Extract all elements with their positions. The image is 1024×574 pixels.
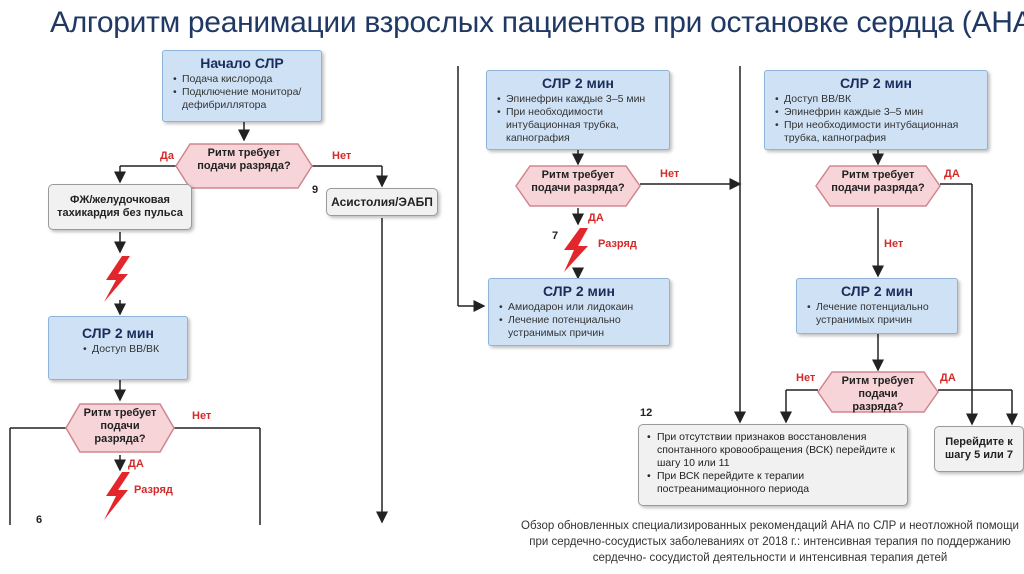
decision-2-text: Ритм требует подачи разряда?: [83, 407, 157, 445]
shock-icon: [564, 228, 588, 272]
no-label: Нет: [796, 372, 816, 384]
step-6-number: 6: [36, 514, 43, 526]
decision-4-text: Ритм требует подачи разряда?: [831, 169, 925, 194]
decision-diamond-4: [815, 165, 941, 207]
source-note: Обзор обновленных специализированных рек…: [521, 520, 1019, 564]
decision-3-text: Ритм требует подачи разряда?: [531, 169, 625, 194]
cpr-left-box: СЛР 2 мин Доступ ВВ/ВК: [48, 316, 188, 380]
yes-label: ДА: [588, 212, 604, 224]
decision-1-text: Ритм требует подачи разряда?: [197, 147, 291, 172]
yes-label: ДА: [944, 168, 960, 180]
no-label: Нет: [660, 168, 680, 180]
yes-label: ДА: [940, 372, 956, 384]
decision-diamond-5: [817, 371, 939, 413]
decision-diamond-3: [515, 165, 641, 207]
step-12-number: 12: [640, 407, 653, 419]
page-title: Алгоритм реанимации взрослых пациентов п…: [50, 6, 1024, 39]
cpr-right-top-box: СЛР 2 мин Доступ ВВ/ВК Эпинефрин каждые …: [764, 70, 988, 150]
goto-step-box: Перейдите к шагу 5 или 7: [934, 426, 1024, 472]
yes-label: Да: [160, 150, 174, 162]
step-12-box: При отсутствии признаков восстановления …: [638, 424, 908, 506]
decision-diamond-2: [65, 403, 175, 453]
yes-label: ДА: [128, 458, 144, 470]
cpr-mid-top-box: СЛР 2 мин Эпинефрин каждые 3–5 мин При н…: [486, 70, 670, 150]
vf-box: ФЖ/желудочковая тахикардия без пульса: [48, 184, 192, 230]
shock-icon: [104, 256, 130, 302]
shock-label: Разряд: [134, 484, 173, 496]
no-label: Нет: [884, 238, 904, 250]
shock-icon: [104, 472, 130, 520]
decision-5-text: Ритм требует подачи разряда?: [841, 375, 915, 413]
start-box: Начало СЛР Подача кислорода Подключение …: [162, 50, 322, 122]
no-label: Нет: [332, 150, 352, 162]
cpr-right-mid-box: СЛР 2 мин Лечение потенциально устранимы…: [796, 278, 958, 334]
no-label: Нет: [192, 410, 212, 422]
step-7-number: 7: [552, 230, 559, 242]
asystole-box: Асистолия/ЭАБП: [326, 188, 438, 216]
shock-label: Разряд: [598, 238, 637, 250]
cpr-mid-bottom-box: СЛР 2 мин Амиодарон или лидокаин Лечение…: [488, 278, 670, 346]
decision-diamond-1: [175, 143, 313, 189]
step-9-number: 9: [312, 184, 319, 196]
